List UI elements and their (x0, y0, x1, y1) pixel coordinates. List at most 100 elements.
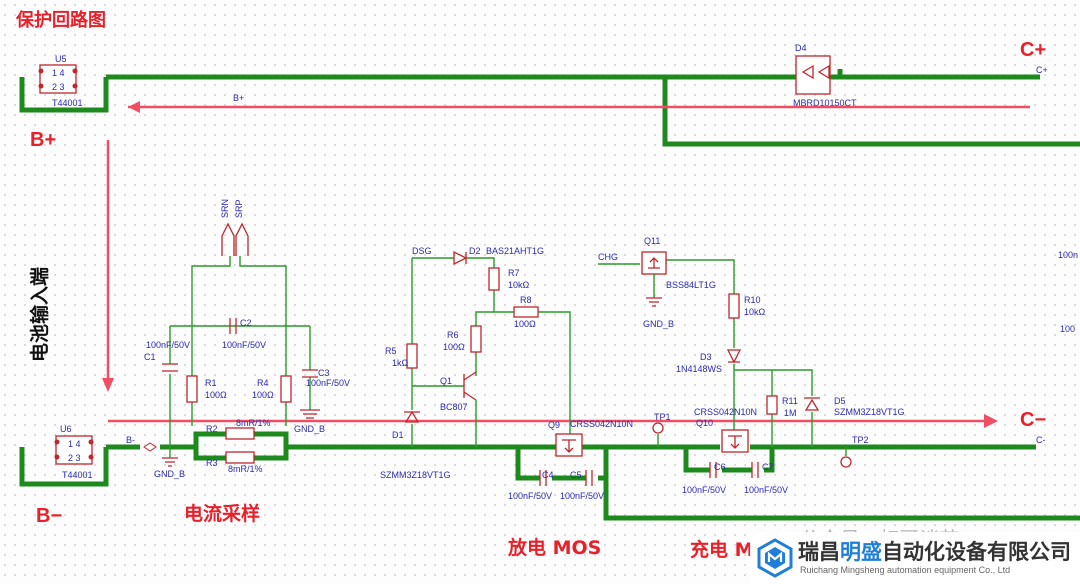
c4-ref: C4 (542, 470, 554, 480)
r4-value: 100Ω (252, 390, 274, 400)
svg-text:2 3: 2 3 (52, 82, 65, 92)
charge-gate-wires (598, 259, 813, 447)
r7-value: 10kΩ (508, 280, 530, 290)
c6-c7-rail (683, 447, 775, 473)
c2-capacitor: C2 100nF/50V (222, 318, 266, 350)
d3-diode: D3 1N4148WS (676, 349, 742, 374)
company-logo: 瑞昌明盛自动化设备有限公司 Ruichang Mingsheng automat… (750, 532, 1080, 584)
top-branch-rail (662, 77, 1080, 147)
c6-capacitor: C6 100nF/50V (682, 462, 726, 495)
c1-capacitor: C1 100nF/50V (144, 326, 190, 447)
d4-schottky-diode: D4 MBRD10150CT (793, 43, 857, 108)
ground-symbol-left (162, 457, 178, 467)
q1-ref: Q1 (440, 376, 452, 386)
tp1-test-point: TP1 (652, 412, 671, 447)
charge-mos-title: 充电 M (690, 538, 754, 561)
c4-capacitor: C4 100nF/50V (508, 470, 554, 501)
r2-shunt-resistor: R2 8mR/1% (193, 418, 289, 447)
c2-value: 100nF/50V (222, 340, 266, 350)
c2-ref: C2 (240, 318, 252, 328)
d1-ref: D1 (392, 430, 404, 440)
battery-input-title: 电池输入端 (28, 267, 51, 362)
r3-value: 8mR/1% (228, 464, 263, 474)
q10-ref: Q10 (696, 418, 713, 428)
q10-part: CRSS042N10N (694, 407, 757, 417)
current-sampling-title: 电流采样 (184, 502, 260, 525)
u6-connector: 1 4 2 3 U6 T44001 (19, 424, 109, 487)
c4-c5-rail (515, 447, 606, 481)
c7-ref: C7 (762, 462, 774, 472)
net-b-plus: B+ (233, 93, 244, 103)
srn-srp-connector: SRN SRP (220, 199, 249, 256)
r8-resistor: R8 100Ω (513, 295, 539, 329)
tp2-label: TP2 (852, 435, 869, 445)
r3-shunt-resistor: R3 8mR/1% (193, 447, 289, 474)
net-b-minus: B- (126, 435, 135, 445)
r11-resistor: R11 1M (766, 395, 798, 418)
r11-ref: R11 (782, 396, 798, 406)
c3-value: 100nF/50V (306, 378, 350, 388)
r6-resistor: R6 100Ω (443, 325, 482, 353)
q11-ref: Q11 (644, 236, 660, 246)
r1-value: 100Ω (205, 390, 227, 400)
d3-part: 1N4148WS (676, 364, 722, 374)
d4-part: MBRD10150CT (793, 98, 857, 108)
tp2-test-point: TP2 (840, 435, 869, 468)
d2-part: BAS21AHT1G (486, 246, 544, 256)
d1-part: SZMM3Z18VT1G (380, 470, 451, 480)
company-name-en: Ruichang Mingsheng automation equipment … (800, 565, 1011, 575)
d5-ref: D5 (834, 396, 846, 406)
net-c-plus: C+ (1036, 65, 1048, 75)
c4-value: 100nF/50V (508, 491, 552, 501)
r2-value: 8mR/1% (236, 418, 271, 428)
b-plus-terminal-label: B+ (30, 129, 56, 151)
r5-ref: R5 (385, 346, 397, 356)
bottom-return-rail (603, 447, 1080, 521)
r4-resistor: R4 100Ω (252, 326, 292, 426)
net-chg: CHG (598, 252, 618, 262)
c-plus-terminal-label: C+ (1020, 39, 1046, 61)
q11-part: BSS84LT1G (666, 280, 716, 290)
discharge-mos-title: 放电 MOS (507, 536, 601, 559)
r5-resistor: R5 1kΩ (385, 258, 418, 447)
r8-ref: R8 (520, 295, 532, 305)
c5-value: 100nF/50V (560, 491, 604, 501)
net-c-minus: C- (1036, 435, 1046, 445)
company-logo-icon (757, 538, 793, 578)
company-name-cn: 瑞昌明盛自动化设备有限公司 (798, 540, 1071, 564)
u5-part: T44001 (52, 98, 83, 108)
net-gnd-b-left: GND_B (154, 469, 185, 479)
c5-capacitor: C5 100nF/50V (560, 470, 604, 501)
q9-discharge-mosfet: Q9 CRSS042N10N (548, 419, 633, 457)
right-edge-label-b: 100 (1060, 324, 1075, 334)
r7-resistor: R7 10kΩ (488, 267, 530, 291)
r8-value: 100Ω (514, 319, 536, 329)
r2-ref: R2 (206, 424, 218, 434)
u5-connector: 1 4 2 3 U5 T44001 (19, 54, 109, 113)
svg-text:2 3: 2 3 (68, 453, 81, 463)
r10-value: 10kΩ (744, 307, 766, 317)
b-minus-terminal-label: B− (36, 505, 62, 527)
c-plus-rail (837, 69, 1040, 80)
net-gnd-b-q11: GND_B (643, 319, 674, 329)
d5-part: SZMM3Z18VT1G (834, 407, 905, 417)
r4-ref: R4 (257, 378, 269, 388)
c6-value: 100nF/50V (682, 485, 726, 495)
main-title: 保护回路图 (15, 9, 106, 31)
q1-part: BC807 (440, 402, 468, 412)
battery-input-title-group: 电池输入端 (28, 267, 51, 362)
net-gnd-b-c3: GND_B (294, 424, 325, 434)
arrow-head-right (984, 414, 998, 428)
tp1-label: TP1 (654, 412, 671, 422)
c7-value: 100nF/50V (744, 485, 788, 495)
arrow-head-down (102, 378, 114, 392)
c6-ref: C6 (714, 462, 726, 472)
net-srp: SRP (234, 199, 244, 218)
r3-ref: R3 (206, 458, 218, 468)
c5-ref: C5 (570, 470, 582, 480)
c1-value: 100nF/50V (146, 340, 190, 350)
r11-value: 1M (784, 408, 797, 418)
svg-text:1 4: 1 4 (52, 68, 65, 78)
c7-capacitor: C7 100nF/50V (744, 462, 788, 495)
